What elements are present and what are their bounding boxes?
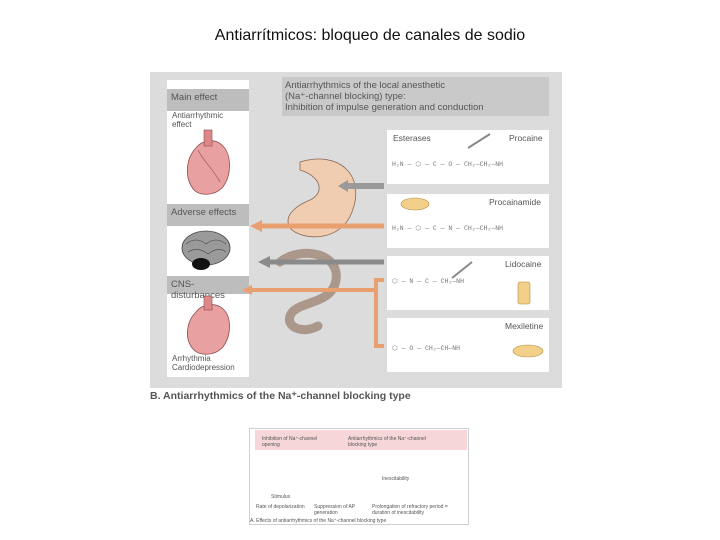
drug-name-procaine: Procaine — [509, 133, 543, 143]
cns-disturbances-heading: CNS-disturbances — [167, 276, 249, 301]
thumbnail-header-band — [255, 430, 467, 450]
drug-name-procainamide: Procainamide — [489, 197, 541, 207]
main-effect-heading: Main effect — [167, 89, 249, 111]
adverse-effects-heading: Adverse effects — [167, 204, 249, 226]
thumbnail-label-right: Antiarrhythmics of the Na⁺-channel block… — [348, 436, 426, 448]
thumbnail-caption: A. Effects of antiarrhythmics of the Na⁺… — [250, 518, 387, 524]
tablet-icon — [512, 344, 544, 358]
thumbnail-excitability: Inexcitability — [382, 476, 410, 482]
mechanism-title-box — [282, 77, 549, 116]
mechanism-title-line1: Antiarrhythmics of the local anesthetic — [285, 80, 445, 91]
esterases-label: Esterases — [393, 133, 431, 143]
thumbnail-depolarization: Rate of depolarization — [256, 504, 305, 510]
syringe-icon — [467, 133, 491, 149]
arrow-icon — [258, 256, 384, 268]
drug-panel-procaine — [387, 130, 549, 184]
slide-title: Antiarrítmicos: bloqueo de canales de so… — [214, 27, 526, 44]
structure-fragment: H₂N — ⬡ — C — O — CH₂—CH₂—NH — [392, 161, 503, 168]
arrow-icon — [242, 278, 384, 348]
thumbnail-prolongation: Prolongation of refractory period = dura… — [372, 504, 448, 516]
syringe-icon — [451, 261, 473, 279]
drug-panel-mexiletine — [387, 318, 549, 372]
figure-caption: B. Antiarrhythmics of the Na⁺-channel bl… — [150, 390, 411, 402]
arrow-icon — [338, 180, 384, 192]
mechanism-title: Antiarrhythmics of the local anesthetic … — [285, 80, 484, 113]
cardiodepression-label: Cardiodepression — [172, 363, 235, 372]
mechanism-title-line3: Inhibition of impulse generation and con… — [285, 102, 484, 113]
brain-icon — [181, 230, 231, 270]
thumbnail-suppression: Suppression of AP generation — [314, 504, 356, 516]
arrow-icon — [250, 220, 384, 232]
structure-fragment: H₂N — ⬡ — C — N — CH₂—CH₂—NH — [392, 225, 503, 232]
drug-name-lidocaine: Lidocaine — [505, 259, 542, 269]
structure-fragment: ⬡ — O — CH₂—CH—NH — [392, 345, 461, 352]
heart-icon — [187, 129, 230, 195]
structure-fragment: ⬡ — N — C — CH₂—NH — [392, 278, 464, 285]
drug-name-mexiletine: Mexiletine — [505, 321, 544, 331]
antiarrhythmic-effect-label: Antiarrhythmic effect — [172, 111, 224, 129]
tablet-icon — [400, 197, 430, 211]
thumbnail-label-left: Inhibition of Na⁺-channel opening — [262, 436, 318, 448]
arrhythmia-label: Arrhythmia — [172, 354, 211, 363]
heart-icon — [187, 295, 230, 355]
thumbnail-stimulus: Stimulus — [271, 494, 291, 500]
mechanism-title-line2: (Na⁺-channel blocking) type: — [285, 91, 406, 102]
gi-tract-illustration — [275, 158, 357, 335]
vial-icon — [517, 281, 531, 305]
